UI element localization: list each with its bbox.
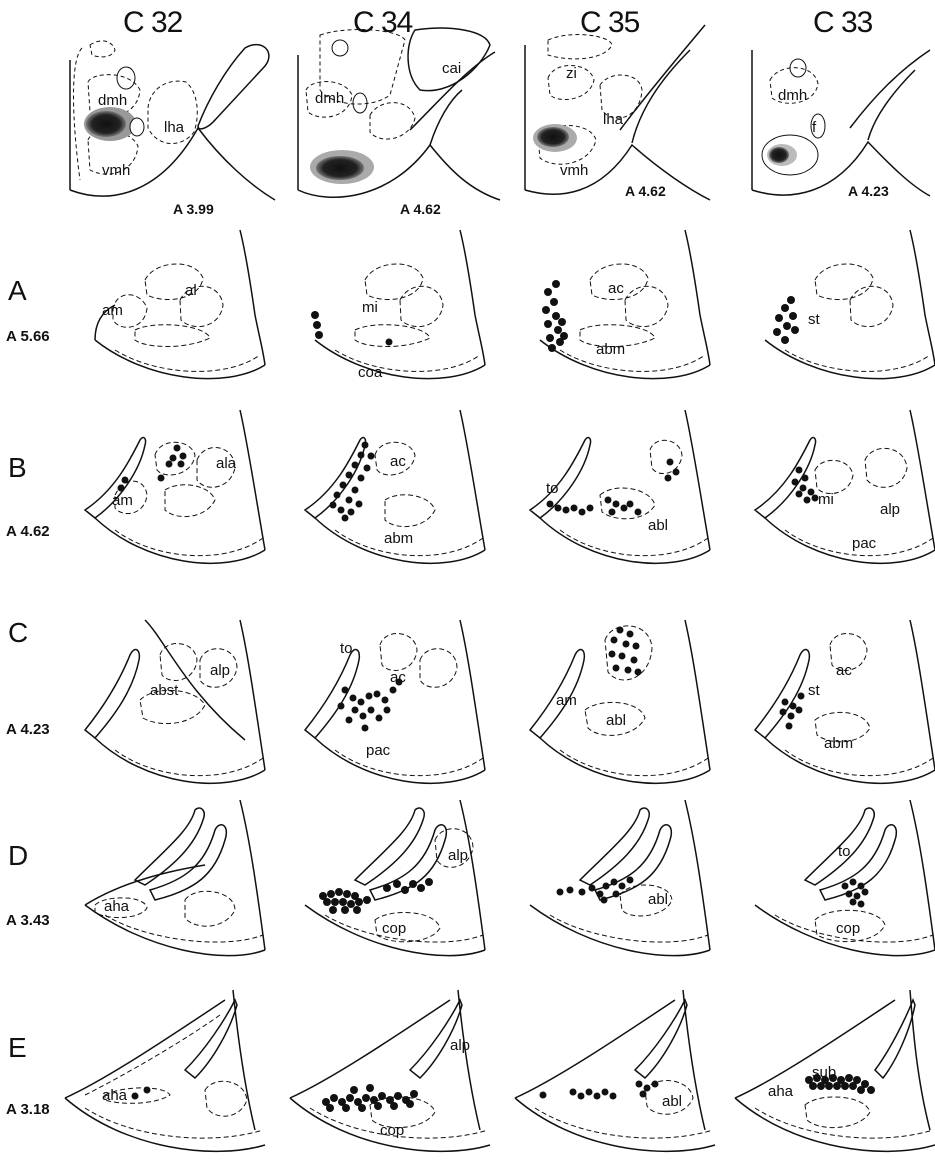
- region-label: alp: [210, 662, 230, 679]
- section-a-c33: [765, 230, 935, 379]
- region-label: ala: [216, 455, 237, 472]
- region-label: abl: [648, 517, 668, 534]
- region-label: am: [102, 302, 123, 319]
- region-label: abm: [824, 735, 853, 752]
- lesion-coordinate-c34: A 4.62: [400, 201, 441, 217]
- region-label: cop: [382, 920, 406, 937]
- lesion-region-label: vmh: [102, 162, 130, 179]
- region-label: ac: [390, 453, 406, 470]
- region-label: abst: [150, 682, 179, 699]
- row-c-sections: [85, 620, 935, 783]
- section-b-c32: [85, 410, 265, 563]
- region-label: to: [838, 843, 851, 860]
- region-label: ac: [608, 280, 624, 297]
- lesion-section-c33: [752, 50, 930, 196]
- section-c-c34: [305, 620, 485, 783]
- lesion-region-label: lha: [603, 111, 624, 128]
- row-e-sections: [65, 990, 935, 1151]
- region-label: ac: [836, 662, 852, 679]
- row-d-sections: [85, 800, 935, 956]
- lesion-region-label: dmh: [778, 87, 807, 104]
- lesion-region-label: lha: [164, 119, 185, 136]
- section-d-c35: [530, 800, 710, 956]
- region-label: coa: [358, 364, 383, 381]
- region-label: abm: [384, 530, 413, 547]
- region-label: to: [340, 640, 353, 657]
- lesion-coordinate-c33: A 4.23: [848, 183, 889, 199]
- lesion-region-label: zi: [566, 65, 577, 82]
- lesion-region-label: cai: [442, 60, 461, 77]
- region-label: abm: [596, 341, 625, 358]
- row-a-sections: [95, 230, 935, 379]
- region-label: abl: [662, 1093, 682, 1110]
- lesion-site-row: dmh lha vmh A 3.99 cai dmh A 4.62 zi lha…: [0, 0, 935, 225]
- section-b-c33: [755, 410, 935, 563]
- section-d-c32: [85, 800, 265, 956]
- lesion-coordinate-c32: A 3.99: [173, 201, 214, 217]
- region-label: am: [112, 492, 133, 509]
- region-label: abl: [606, 712, 626, 729]
- region-label: alp: [448, 847, 468, 864]
- section-c-c32: [85, 620, 265, 783]
- lesion-region-label: dmh: [315, 90, 344, 107]
- section-e-c35: [515, 990, 715, 1151]
- row-b-sections: [85, 410, 935, 563]
- region-label: aha: [768, 1083, 794, 1100]
- region-label: aha: [104, 898, 130, 915]
- region-label: to: [546, 480, 559, 497]
- lesion-region-label: vmh: [560, 162, 588, 179]
- region-label: pac: [852, 535, 877, 552]
- region-label: abl: [648, 891, 668, 908]
- region-label: alp: [450, 1037, 470, 1054]
- section-e-c32: [65, 990, 265, 1151]
- lesion-region-label: dmh: [98, 92, 127, 109]
- lesion-coordinate-c35: A 4.62: [625, 183, 666, 199]
- region-label: mi: [818, 491, 834, 508]
- lesion-region-label: f: [812, 119, 817, 136]
- region-label: st: [808, 682, 821, 699]
- region-label: alp: [880, 501, 900, 518]
- region-label: st: [808, 311, 821, 328]
- lesion-section-c34: [298, 28, 500, 200]
- region-label: cop: [380, 1122, 404, 1139]
- region-label: ac: [390, 669, 406, 686]
- region-label: sub: [812, 1064, 836, 1081]
- amygdala-sections: am al mi coa ac abm st: [0, 220, 935, 1169]
- section-a-c34: [311, 230, 485, 379]
- region-label: aha: [102, 1087, 128, 1104]
- region-label: am: [556, 692, 577, 709]
- region-label: cop: [836, 920, 860, 937]
- region-label: mi: [362, 299, 378, 316]
- section-c-c33: [755, 620, 935, 783]
- region-label: pac: [366, 742, 391, 759]
- region-label: al: [185, 282, 197, 299]
